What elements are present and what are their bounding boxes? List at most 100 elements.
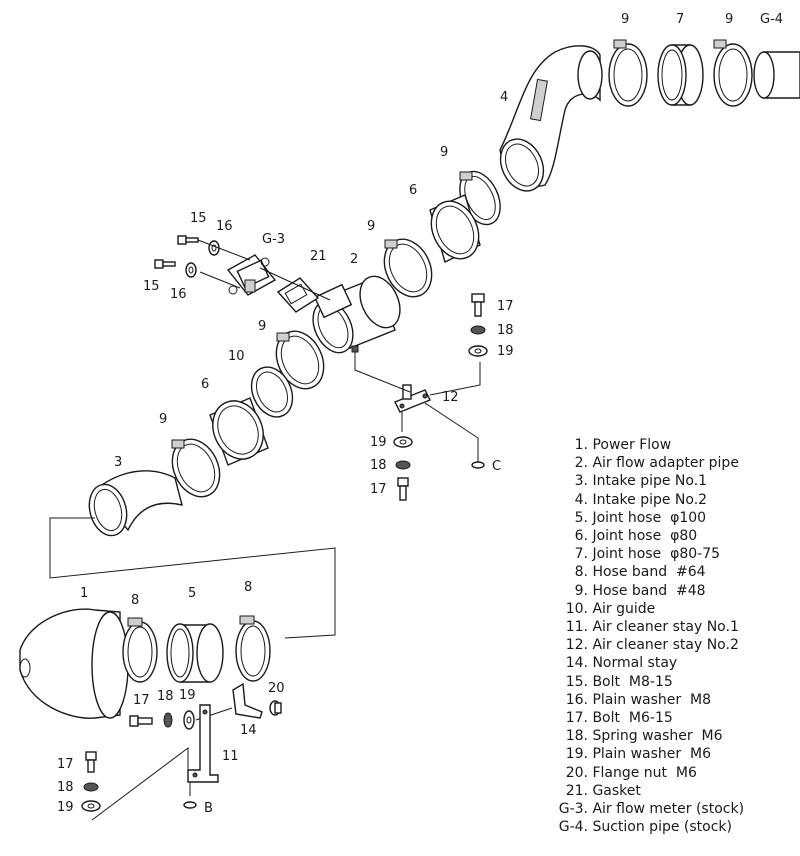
bolt-15-lower [154, 259, 176, 269]
legend-item-label: Intake pipe No.2 [592, 491, 708, 508]
plain-washer-19-lower-row [183, 710, 195, 730]
air-cleaner-stay-no2 [394, 384, 431, 413]
legend-item-label: Plain washer M6 [592, 746, 712, 763]
spring-washer-18-right [470, 325, 486, 335]
callout-17: 17 [57, 757, 74, 772]
callout-17: 17 [370, 482, 387, 497]
air-flow-meter-stock [226, 254, 277, 296]
joint-hose-6-lower [209, 397, 269, 466]
legend-item: 1. Power Flow [540, 436, 798, 454]
legend-item: 3. Intake pipe No.1 [540, 472, 798, 490]
legend-item-number: 3. [574, 473, 588, 490]
callout-15: 15 [190, 211, 207, 226]
callout-g4: G-4 [760, 12, 783, 27]
spring-washer-18-lower-left [83, 782, 99, 792]
legend-item: 9. Hose band #48 [540, 582, 798, 600]
legend-item: 16. Plain washer M8 [540, 691, 798, 709]
plain-washer-16-lower [185, 262, 197, 278]
legend-item: 14. Normal stay [540, 654, 798, 672]
callout-19: 19 [497, 344, 514, 359]
power-flow-air-filter [19, 608, 129, 719]
legend-item-number: 8. [574, 564, 588, 581]
legend-item-number: 19. [565, 746, 588, 763]
callout-2: 2 [350, 252, 358, 267]
suction-pipe-stock [753, 51, 800, 99]
legend-item: 21. Gasket [540, 782, 798, 800]
legend-item: G-3. Air flow meter (stock) [540, 800, 798, 818]
legend-item-number: 14. [565, 655, 588, 672]
callout-19: 19 [57, 800, 74, 815]
joint-hose-5 [166, 623, 224, 683]
legend-item-label: Air cleaner stay No.2 [592, 637, 739, 654]
legend-item-label: Joint hose φ100 [592, 509, 707, 526]
hose-band-8-right [235, 615, 271, 682]
legend-item: 5. Joint hose φ100 [540, 509, 798, 527]
legend-item: 11. Air cleaner stay No.1 [540, 618, 798, 636]
intake-pipe-no1 [88, 470, 183, 537]
callout-6: 6 [409, 183, 417, 198]
air-guide-10 [250, 366, 294, 418]
callout-18: 18 [497, 323, 514, 338]
callout-21: 21 [310, 249, 327, 264]
callout-16: 16 [216, 219, 233, 234]
callout-5: 5 [188, 586, 196, 601]
legend-item: 18. Spring washer M6 [540, 727, 798, 745]
callout-18: 18 [157, 689, 174, 704]
spring-washer-18-lower-row [163, 712, 173, 728]
callout-4: 4 [500, 90, 508, 105]
legend-item: 10. Air guide [540, 600, 798, 618]
legend-item-label: Bolt M8-15 [592, 673, 673, 690]
legend-item-number: 16. [565, 691, 588, 708]
legend-item-label: Spring washer M6 [592, 728, 723, 745]
legend-item-label: Suction pipe (stock) [592, 819, 732, 836]
callout-9: 9 [367, 219, 375, 234]
intake-pipe-no2 [499, 45, 603, 192]
legend-item: 4. Intake pipe No.2 [540, 491, 798, 509]
point-c-marker [471, 461, 485, 469]
callout-6: 6 [201, 377, 209, 392]
legend-item: 2. Air flow adapter pipe [540, 454, 798, 472]
legend-item-label: Hose band #48 [592, 582, 706, 599]
legend-item-number: 2. [574, 455, 588, 472]
hose-band-9-top-left [608, 39, 648, 107]
legend-item: 15. Bolt M8-15 [540, 673, 798, 691]
plain-washer-19-center [393, 436, 413, 448]
callout-17: 17 [133, 693, 150, 708]
callout-9: 9 [159, 412, 167, 427]
bolt-15-upper [177, 235, 199, 245]
legend-item: G-4. Suction pipe (stock) [540, 818, 798, 836]
joint-hose-7 [657, 44, 704, 106]
legend-item: 20. Flange nut M6 [540, 764, 798, 782]
legend-item-label: Plain washer M8 [592, 691, 712, 708]
callout-12: 12 [442, 390, 459, 405]
legend-item-number: 7. [574, 546, 588, 563]
callout-18: 18 [57, 780, 74, 795]
callout-9: 9 [725, 12, 733, 27]
legend-item-label: Gasket [592, 782, 641, 799]
callout-8: 8 [131, 593, 139, 608]
legend-item-number: G-4. [558, 819, 588, 836]
legend-item-number: 10. [565, 600, 588, 617]
legend-item-label: Bolt M6-15 [592, 710, 673, 727]
callout-1: 1 [80, 586, 88, 601]
callout-c: C [492, 459, 501, 474]
callout-8: 8 [244, 580, 252, 595]
plain-washer-19-lower-left [81, 800, 101, 812]
legend-item-label: Air flow meter (stock) [592, 801, 745, 818]
hose-band-9-lower-mid [275, 330, 325, 390]
callout-11: 11 [222, 749, 239, 764]
bolt-17-center [397, 477, 409, 501]
callout-19: 19 [179, 688, 196, 703]
callout-19: 19 [370, 435, 387, 450]
legend-item: 6. Joint hose φ80 [540, 527, 798, 545]
legend-item-number: 15. [565, 673, 588, 690]
callout-18: 18 [370, 458, 387, 473]
legend-item-number: 5. [574, 509, 588, 526]
legend-item-label: Joint hose φ80-75 [592, 546, 721, 563]
legend-item-label: Power Flow [592, 437, 672, 453]
spring-washer-18-center [395, 460, 411, 470]
hose-band-9-lower-left [171, 438, 221, 498]
bolt-17-lower-row [129, 715, 153, 727]
